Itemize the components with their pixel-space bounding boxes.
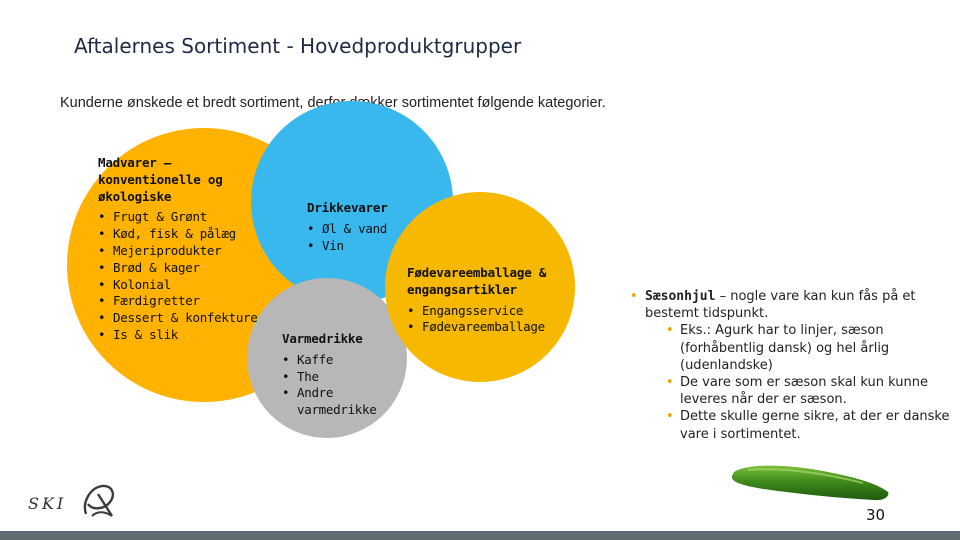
drinks-list: Øl & vand Vin	[307, 221, 427, 255]
bullet-dot-icon: •	[630, 289, 638, 304]
ski-logo: SKI	[28, 480, 120, 522]
season-sub-bullet: • Eks.: Agurk har to linjer, sæson (forhå…	[630, 322, 960, 374]
logo-text: SKI	[28, 494, 67, 513]
food-group: Madvarer – konventionelle og økologiske …	[98, 155, 263, 344]
slide-title: Aftalernes Sortiment - Hovedproduktgrupp…	[74, 34, 522, 58]
list-item: Dessert & konfekture	[98, 310, 263, 327]
packaging-heading-line: Fødevareemballage &	[407, 265, 547, 280]
list-item: Engangsservice	[407, 303, 567, 320]
food-heading-line: konventionelle og	[98, 171, 223, 187]
bullet-dot-icon: •	[666, 323, 674, 339]
list-item: Brød & kager	[98, 260, 263, 277]
bottom-bar	[0, 531, 960, 540]
list-item: Vin	[307, 238, 427, 255]
hot-drinks-heading: Varmedrikke	[282, 331, 363, 346]
season-sub-bullet: • Dette skulle gerne sikre, at der er dan…	[630, 408, 960, 442]
cucumber-image	[731, 465, 889, 501]
drinks-group: Drikkevarer Øl & vand Vin	[307, 200, 427, 254]
food-heading-line: Madvarer –	[98, 155, 172, 170]
list-item: Kød, fisk & pålæg	[98, 226, 263, 243]
list-item: Andre varmedrikke	[282, 385, 397, 419]
list-item: Øl & vand	[307, 221, 427, 238]
food-heading: Madvarer – konventionelle og økologiske	[98, 155, 263, 205]
packaging-list: Engangsservice Fødevareemballage	[407, 303, 567, 337]
season-sub-text: Dette skulle gerne sikre, at der er dans…	[680, 409, 950, 442]
list-item: Mejeriprodukter	[98, 243, 263, 260]
drinks-heading: Drikkevarer	[307, 200, 388, 215]
packaging-group: Fødevareemballage & engangsartikler Enga…	[407, 265, 567, 336]
packaging-heading: Fødevareemballage & engangsartikler	[407, 265, 567, 299]
season-label: Sæsonhjul	[645, 289, 716, 304]
food-list: Frugt & Grønt Kød, fisk & pålæg Mejeripr…	[98, 209, 263, 343]
season-sub-text: Eks.: Agurk har to linjer, sæson (forhåb…	[680, 323, 890, 373]
list-item: The	[282, 369, 397, 386]
season-sub-text: De vare som er sæson skal kun kunne leve…	[680, 375, 928, 408]
season-main-bullet: • Sæsonhjul – nogle vare kan kun fås på e…	[630, 288, 960, 322]
hot-drinks-list: Kaffe The Andre varmedrikke	[282, 352, 397, 419]
bullet-dot-icon: •	[666, 375, 674, 391]
season-sub-bullet: • De vare som er sæson skal kun kunne lev…	[630, 374, 960, 408]
hot-drinks-group: Varmedrikke Kaffe The Andre varmedrikke	[282, 331, 397, 419]
list-item: Kaffe	[282, 352, 397, 369]
page-number: 30	[866, 506, 886, 524]
packaging-heading-line: engangsartikler	[407, 281, 517, 297]
list-item: Is & slik	[98, 327, 263, 344]
list-item: Frugt & Grønt	[98, 209, 263, 226]
ski-logo-icon	[83, 484, 114, 517]
season-text-block: • Sæsonhjul – nogle vare kan kun fås på e…	[630, 288, 960, 443]
list-item: Fødevareemballage	[407, 319, 567, 336]
food-heading-line: økologiske	[98, 188, 172, 204]
season-text: – nogle vare kan kun fås på et bestemt t…	[645, 289, 916, 322]
bullet-dot-icon: •	[666, 409, 674, 425]
list-item: Færdigretter	[98, 293, 263, 310]
list-item: Kolonial	[98, 277, 263, 294]
